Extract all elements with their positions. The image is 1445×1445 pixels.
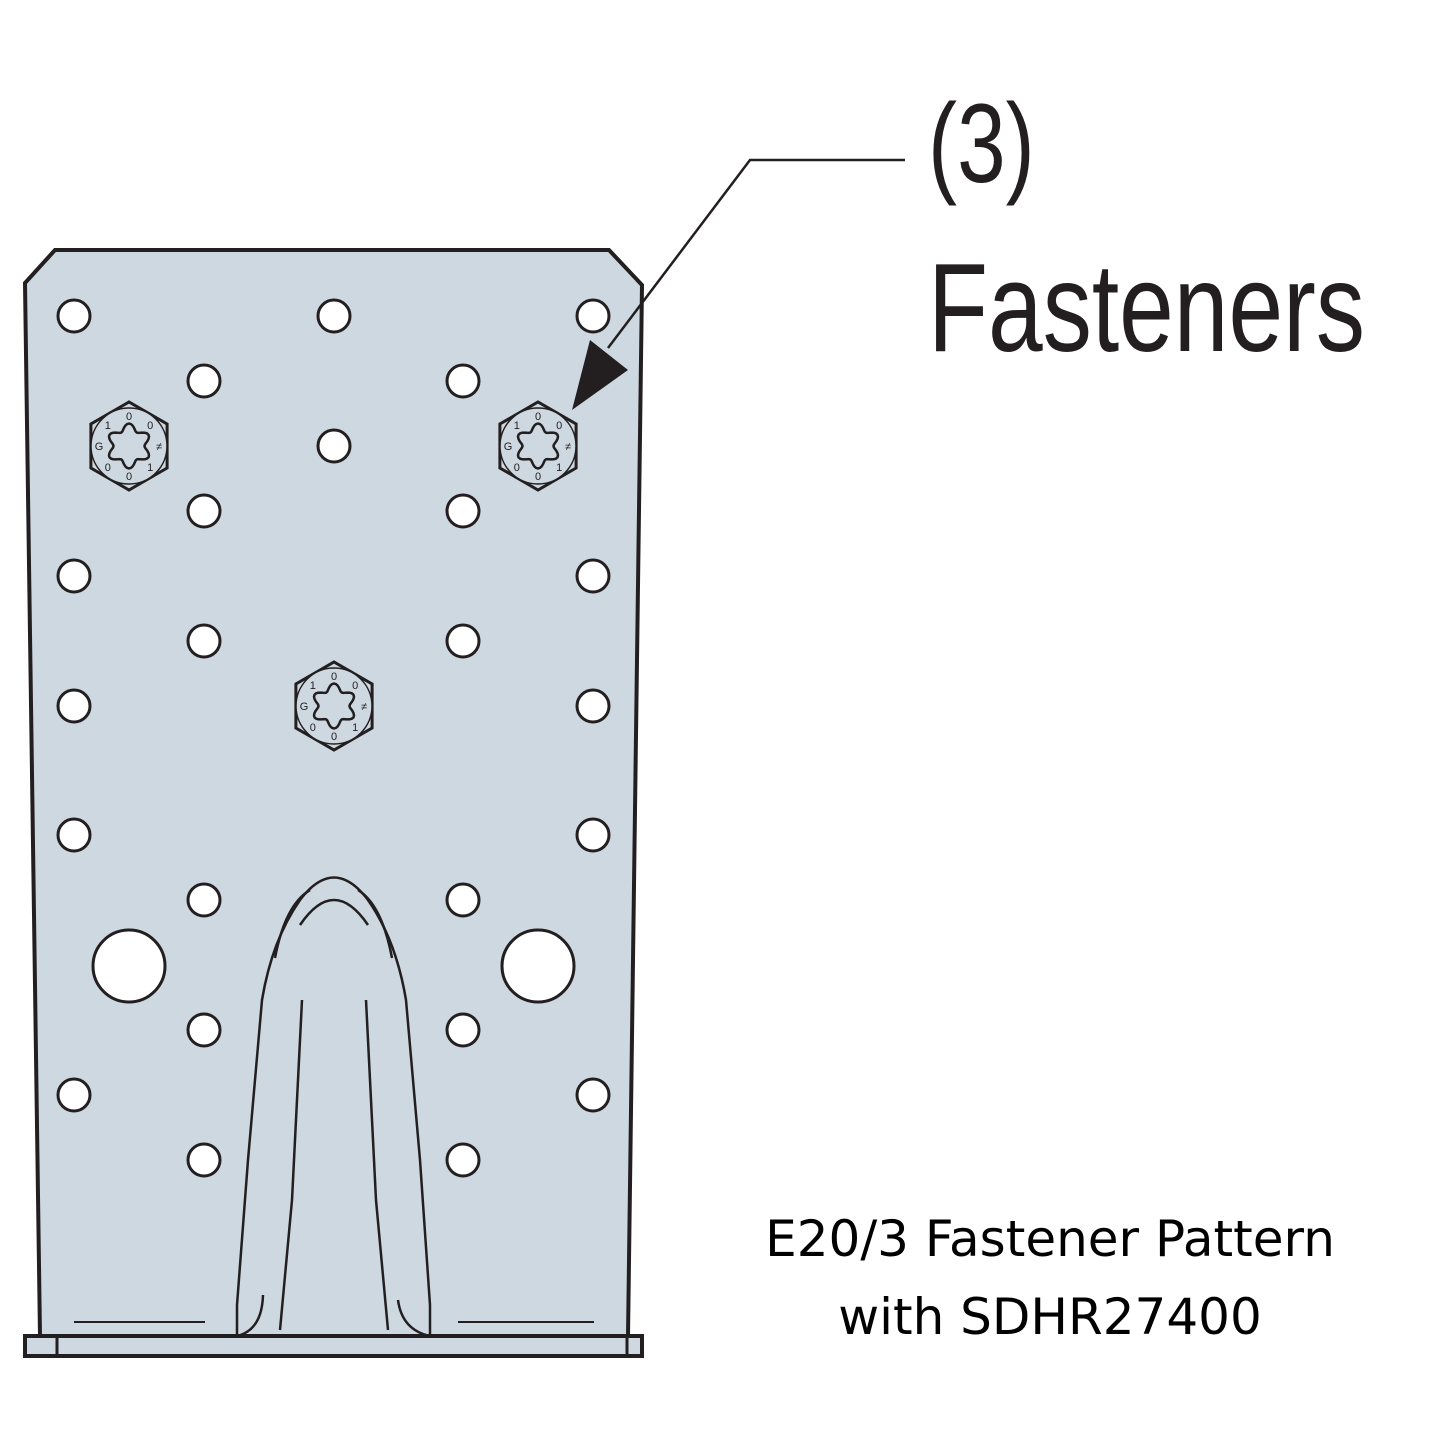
head-marking: 0	[352, 680, 358, 692]
nail-hole	[56, 688, 92, 724]
head-marking: 0	[105, 462, 111, 474]
nail-hole	[186, 1012, 222, 1048]
head-marking: G	[504, 441, 513, 453]
head-marking: 1	[147, 462, 153, 474]
head-marking: 0	[535, 411, 541, 423]
head-marking: ≠	[565, 441, 571, 453]
bolt-hole-large	[500, 928, 576, 1004]
callout-count: (3)	[928, 81, 1035, 206]
nail-holes	[56, 298, 611, 1178]
nail-hole	[186, 1142, 222, 1178]
nail-hole	[575, 298, 611, 334]
head-marking: 1	[556, 462, 562, 474]
callout-leader	[572, 158, 905, 410]
nail-hole	[575, 817, 611, 853]
head-marking: 0	[514, 462, 520, 474]
head-marking: 1	[105, 420, 111, 432]
stiffener-rib	[235, 876, 432, 1338]
callout-label: Fasteners	[928, 237, 1365, 378]
head-marking: 1	[310, 680, 316, 692]
head-marking: G	[300, 701, 309, 713]
torx-drive-icon	[107, 422, 151, 470]
head-marking: 0	[126, 411, 132, 423]
torx-drive-icon	[312, 682, 356, 730]
bolt-hole-large	[91, 928, 167, 1004]
nail-hole	[445, 882, 481, 918]
nail-hole	[56, 298, 92, 334]
head-marking: 0	[535, 471, 541, 483]
caption-subtitle: with SDHR27400	[838, 1288, 1262, 1346]
nail-hole	[56, 1077, 92, 1113]
head-marking: 0	[310, 722, 316, 734]
nail-hole	[56, 817, 92, 853]
head-marking: 0	[331, 671, 337, 683]
head-marking: 0	[556, 420, 562, 432]
nail-hole	[575, 558, 611, 594]
head-marking: ≠	[361, 701, 367, 713]
head-marking: 0	[331, 731, 337, 743]
nail-hole	[316, 298, 352, 334]
nail-hole	[56, 558, 92, 594]
caption-title: E20/3 Fastener Pattern	[765, 1210, 1335, 1268]
nail-hole	[186, 623, 222, 659]
nail-hole	[445, 1012, 481, 1048]
head-marking: 1	[514, 420, 520, 432]
nail-hole	[186, 493, 222, 529]
nail-hole	[445, 623, 481, 659]
torx-drive-icon	[516, 422, 560, 470]
head-marking: ≠	[156, 441, 162, 453]
nail-hole	[186, 363, 222, 399]
head-marking: 0	[147, 420, 153, 432]
nail-hole	[316, 428, 352, 464]
nail-hole	[575, 688, 611, 724]
head-marking: 0	[126, 471, 132, 483]
head-marking: G	[95, 441, 104, 453]
nail-hole	[186, 882, 222, 918]
nail-hole	[575, 1077, 611, 1113]
nail-hole	[445, 493, 481, 529]
arrow-head-icon	[572, 340, 628, 410]
head-marking: 1	[352, 722, 358, 734]
nail-hole	[445, 363, 481, 399]
bracket-base	[23, 1334, 644, 1358]
nail-hole	[445, 1142, 481, 1178]
